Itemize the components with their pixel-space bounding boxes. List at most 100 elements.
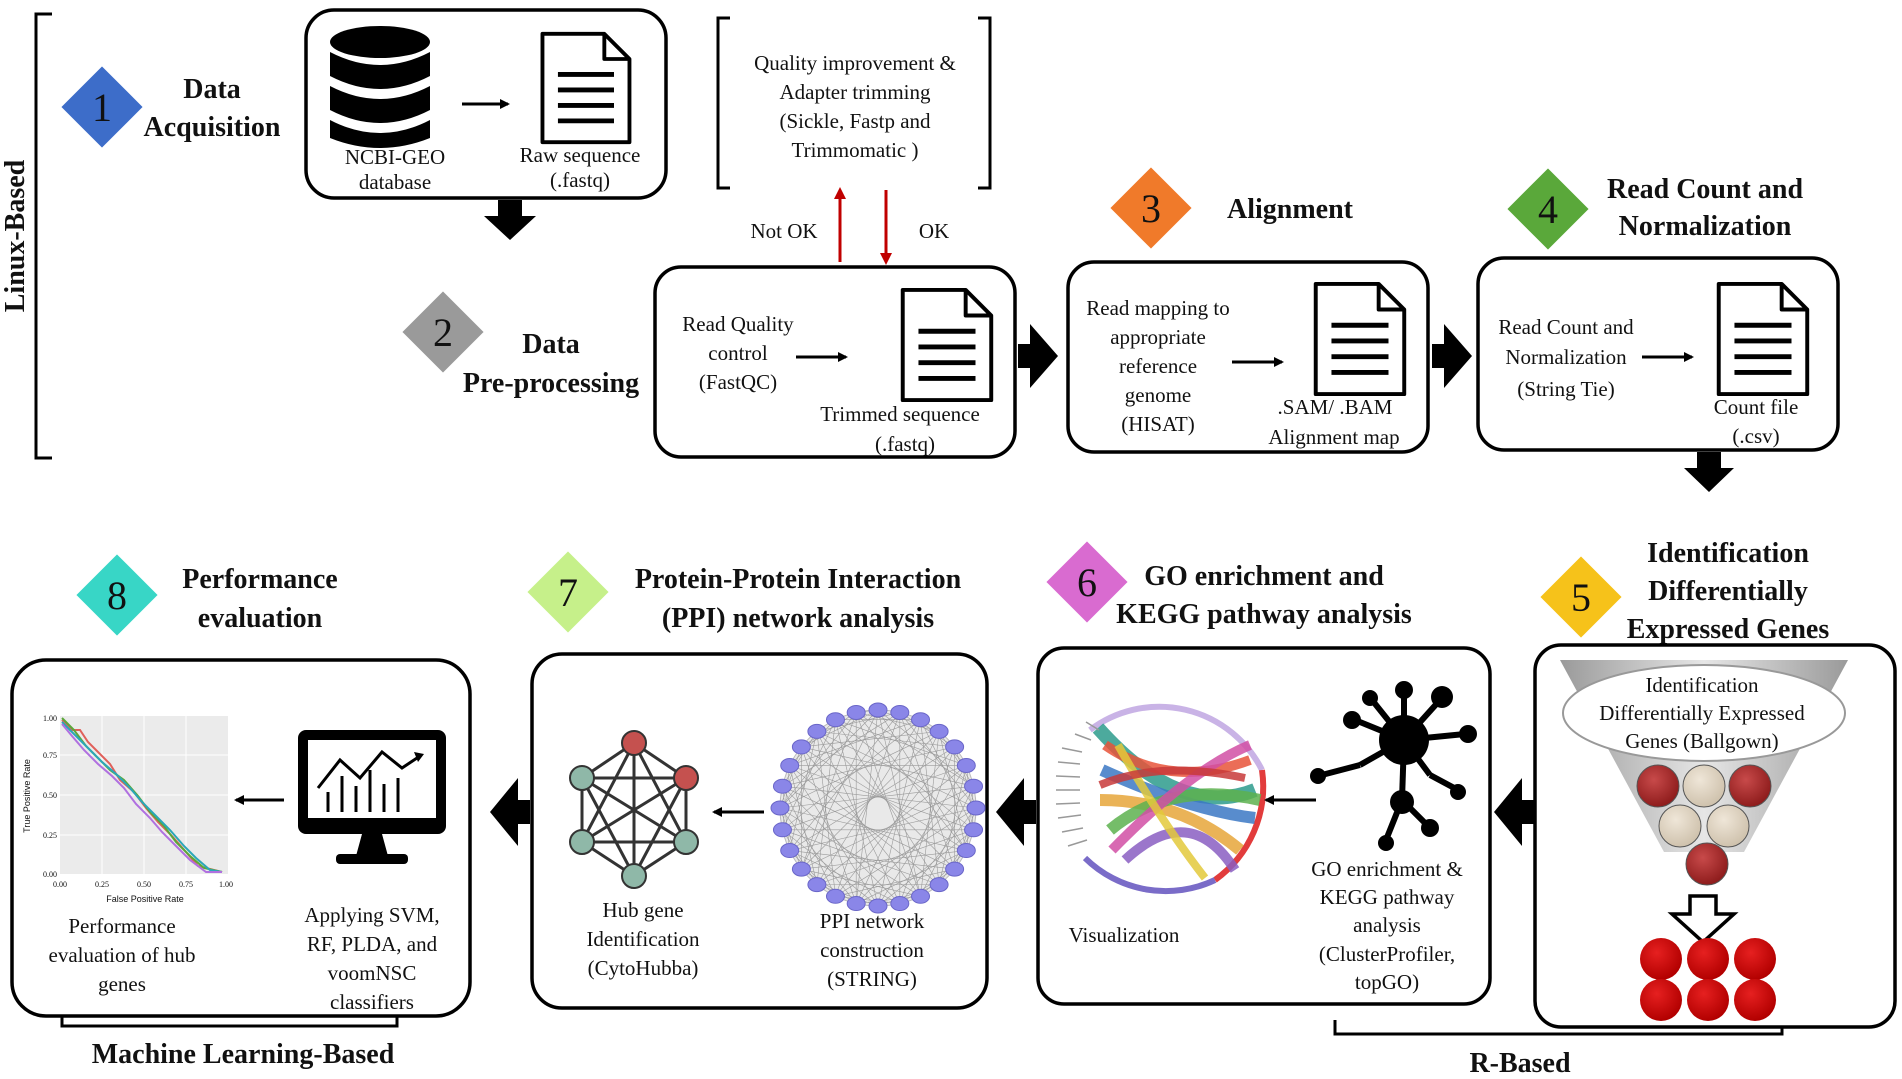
mapping-5: (HISAT) — [1121, 412, 1195, 436]
visualization-label: Visualization — [1069, 923, 1180, 947]
perf-label-1: Performance — [68, 914, 175, 938]
r-based-label: R-Based — [1469, 1048, 1571, 1079]
hub-gene-network-icon — [569, 730, 699, 889]
database-icon — [330, 26, 430, 148]
step-2-diamond-icon — [399, 288, 487, 376]
chord-diagram-icon — [1055, 703, 1267, 895]
step-2-title-1: Data — [522, 329, 580, 360]
arrow-6-to-7 — [996, 778, 1036, 846]
step-6-title-1: GO enrichment and — [1144, 561, 1384, 592]
go-kegg-box: Visualization GO enrichment & KEGG pathw… — [1036, 646, 1492, 1006]
step-8-title-2: evaluation — [198, 603, 323, 634]
step-7-number: 7 — [558, 570, 578, 615]
mapping-1: Read mapping to — [1086, 296, 1229, 320]
step-2-number: 2 — [433, 310, 453, 355]
arrow-3-to-4 — [1432, 324, 1472, 388]
apply-label-4: classifiers — [330, 990, 414, 1014]
step-5-title-2: Differentially — [1648, 576, 1808, 607]
roc-x-tick-2: 0.50 — [137, 880, 151, 889]
readcount-1: Read Count and — [1498, 315, 1634, 339]
step-6-diamond-icon — [1043, 538, 1131, 626]
ppi-box: Hub gene Identification (CytoHubba) PPI … — [530, 652, 989, 1010]
go-label-3: analysis — [1353, 913, 1421, 937]
step-3-title-1: Alignment — [1227, 194, 1354, 225]
step-8-diamond-icon — [73, 551, 161, 639]
read-quality-3: (FastQC) — [699, 370, 777, 394]
go-label-1: GO enrichment & — [1311, 857, 1463, 881]
linux-based-label: Linux-Based — [0, 159, 31, 312]
qc-line-3: (Sickle, Fastp and — [779, 109, 931, 133]
qc-line-1: Quality improvement & — [754, 51, 956, 75]
step-8-number: 8 — [107, 573, 127, 618]
read-quality-2: control — [708, 341, 768, 365]
step-4-diamond-icon — [1504, 165, 1592, 253]
alignment-label-1: .SAM/ .BAM — [1278, 395, 1393, 419]
funnel-label-3: Genes (Ballgown) — [1625, 729, 1778, 753]
step-1-title-1: Data — [183, 74, 241, 105]
qc-line-4: Trimmomatic ) — [792, 138, 919, 162]
mapping-3: reference — [1119, 354, 1197, 378]
ppi-label-2: construction — [820, 938, 924, 962]
ml-based-label: Machine Learning-Based — [92, 1039, 395, 1070]
step-5-diamond-icon — [1537, 553, 1625, 641]
perf-label-2: evaluation of hub — [49, 943, 196, 967]
hub-label-3: (CytoHubba) — [588, 956, 699, 980]
arrow-5-to-6 — [1494, 778, 1534, 846]
arrow-2-to-3 — [1018, 324, 1058, 388]
data-acquisition-box: NCBI-GEO database Raw sequence (.fastq) — [304, 8, 668, 200]
raw-sequence-label-1: Raw sequence — [520, 143, 641, 167]
roc-y-tick-0: 0.00 — [43, 870, 57, 879]
trimmed-file-icon — [903, 290, 992, 400]
raw-sequence-file-icon — [542, 34, 629, 142]
roc-y-tick-3: 0.75 — [43, 751, 57, 760]
step-2-title-2: Pre-processing — [463, 368, 639, 399]
roc-y-axis-label: True Positive Rate — [22, 759, 32, 833]
step-4-title-1: Read Count and — [1607, 174, 1803, 205]
enrichment-network-icon — [1310, 681, 1477, 851]
ppi-network-icon — [770, 702, 986, 914]
count-label-2: (.csv) — [1732, 424, 1779, 448]
raw-sequence-label-2: (.fastq) — [550, 168, 610, 192]
ok-label: OK — [919, 219, 949, 243]
trimmed-label-2: (.fastq) — [875, 432, 935, 456]
step-7-title-1: Protein-Protein Interaction — [635, 564, 962, 595]
monitor-chart-icon — [298, 730, 446, 864]
step-1-title-2: Acquisition — [144, 112, 281, 143]
read-count-box: Read Count and Normalization (String Tie… — [1476, 256, 1840, 452]
apply-label-1: Applying SVM, — [304, 903, 439, 927]
database-label-2: database — [359, 170, 431, 194]
step-3-diamond-icon — [1107, 164, 1195, 252]
funnel-label-2: Differentially Expressed — [1599, 701, 1805, 725]
roc-y-tick-2: 0.50 — [43, 791, 57, 800]
step-4-number: 4 — [1538, 187, 1558, 232]
count-file-icon — [1719, 284, 1808, 394]
roc-x-tick-1: 0.25 — [95, 880, 109, 889]
step-5-number: 5 — [1571, 575, 1591, 620]
perf-label-3: genes — [98, 972, 146, 996]
go-label-4: (ClusterProfiler, — [1319, 942, 1455, 966]
apply-label-3: voomNSC — [328, 961, 417, 985]
r-bracket: R-Based — [1333, 1020, 1784, 1079]
go-label-2: KEGG pathway — [1320, 885, 1455, 909]
roc-y-tick-1: 0.25 — [43, 831, 57, 840]
step-7-title-2: (PPI) network analysis — [662, 603, 934, 634]
count-label-1: Count file — [1714, 395, 1799, 419]
alignment-box: Read mapping to appropriate reference ge… — [1066, 260, 1430, 454]
ml-bracket: Machine Learning-Based — [60, 1012, 399, 1070]
roc-x-tick-0: 0.00 — [53, 880, 67, 889]
go-label-5: topGO) — [1355, 970, 1419, 994]
arrow-7-to-8 — [490, 778, 530, 846]
trimmed-label-1: Trimmed sequence — [820, 402, 980, 426]
quality-improvement-bracket: Quality improvement & Adapter trimming (… — [716, 16, 992, 190]
database-label-1: NCBI-GEO — [345, 145, 445, 169]
deg-box: Identification Differentially Expressed … — [1533, 643, 1897, 1029]
readcount-3: (String Tie) — [1517, 377, 1614, 401]
step-7-diamond-icon — [524, 548, 612, 636]
mapping-2: appropriate — [1110, 325, 1206, 349]
